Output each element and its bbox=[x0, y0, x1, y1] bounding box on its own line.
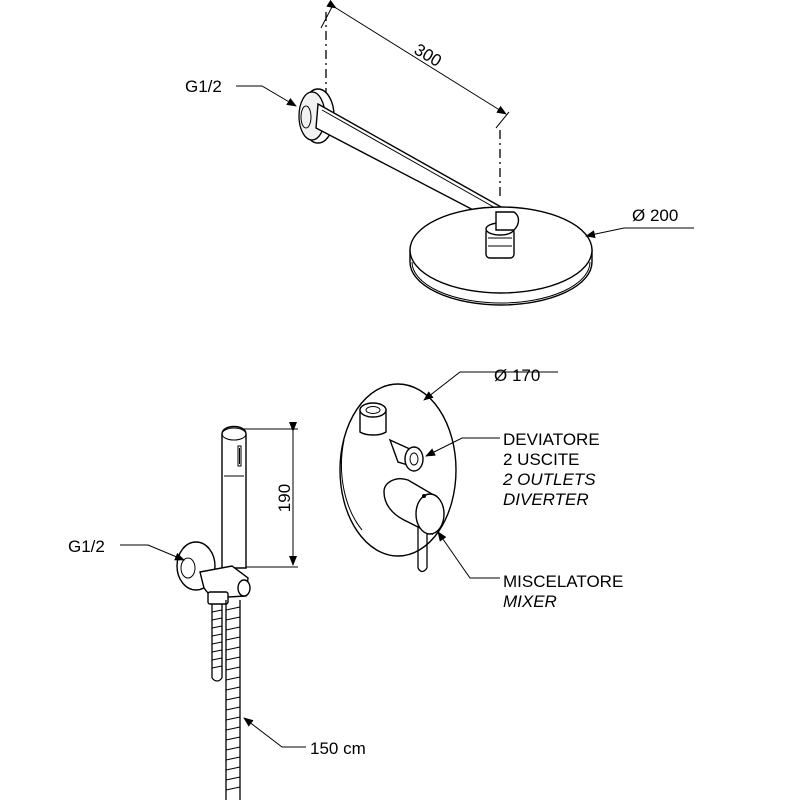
hose-length-callout: 150 cm bbox=[243, 717, 366, 758]
mixer-label-it: MISCELATORE bbox=[503, 572, 623, 591]
shower-head-assembly: 300 G1/2 bbox=[185, 0, 694, 306]
diverter-outlets-it: 2 USCITE bbox=[503, 450, 580, 469]
diverter-outlets-en: 2 OUTLETS bbox=[502, 470, 596, 489]
dimension-190: 190 bbox=[240, 422, 298, 568]
mixer-handle bbox=[383, 478, 445, 573]
plate-diameter-callout: Ø 170 bbox=[423, 366, 558, 401]
mixer-callout: MISCELATORE MIXER bbox=[437, 531, 623, 611]
plate-diameter-label: Ø 170 bbox=[494, 366, 540, 385]
hand-shower-height-label: 190 bbox=[275, 484, 294, 512]
arm-thread-label: G1/2 bbox=[185, 77, 222, 96]
hand-thread-callout: G1/2 bbox=[68, 537, 185, 561]
mixer-label-en: MIXER bbox=[503, 592, 557, 611]
shower-head-connector bbox=[485, 211, 520, 259]
mixer-assembly: Ø 170 DEVIATORE 2 USCITE 2 OUTLETS DIVER… bbox=[339, 366, 623, 611]
diverter-knob bbox=[388, 438, 424, 472]
hand-thread-label: G1/2 bbox=[68, 537, 105, 556]
hose-length-label: 150 cm bbox=[310, 739, 366, 758]
hand-shower-wall-holder bbox=[176, 541, 251, 605]
head-diameter-callout: Ø 200 bbox=[585, 206, 694, 239]
diverter-label-en: DIVERTER bbox=[503, 490, 589, 509]
diverter-callout: DEVIATORE 2 USCITE 2 OUTLETS DIVERTER bbox=[425, 430, 600, 509]
arm-length-label: 300 bbox=[411, 40, 445, 71]
hand-shower-body bbox=[221, 425, 247, 569]
hand-shower-hose bbox=[211, 600, 241, 800]
hand-shower-assembly: 190 G1/2 bbox=[68, 422, 366, 800]
diverter-label-it: DEVIATORE bbox=[503, 430, 600, 449]
mixer-top-outlet bbox=[359, 402, 387, 436]
arm-thread-callout: G1/2 bbox=[185, 77, 297, 107]
head-diameter-label: Ø 200 bbox=[632, 206, 678, 225]
